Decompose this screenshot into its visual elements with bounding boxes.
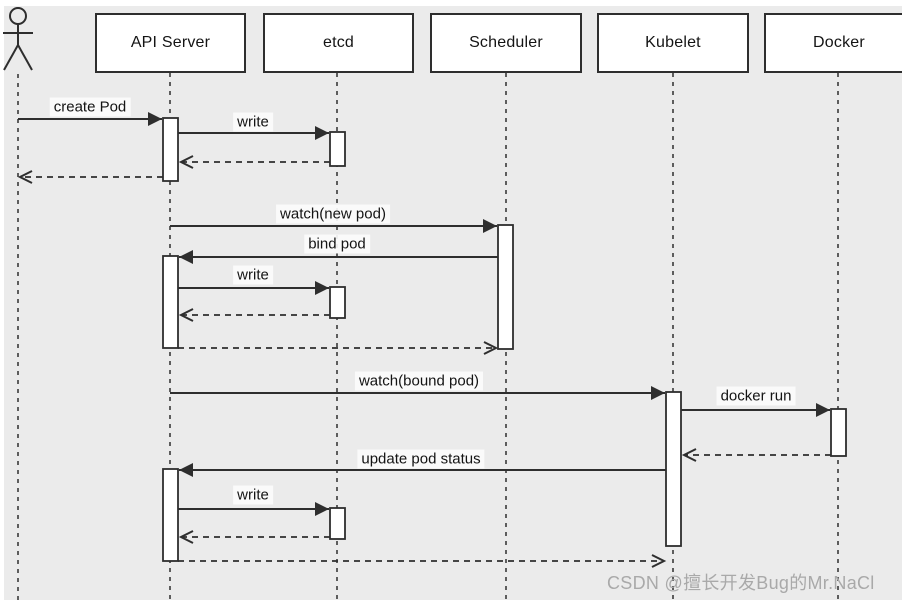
- activation-etcd-2: [329, 286, 346, 319]
- activation-etcd-1: [329, 131, 346, 167]
- activation-scheduler-1: [497, 224, 514, 350]
- label-bind-pod: bind pod: [304, 234, 370, 254]
- label-write-2: write: [233, 265, 273, 285]
- label-write-1: write: [233, 112, 273, 132]
- diagram-background: [4, 6, 902, 600]
- participant-box-scheduler: Scheduler: [430, 13, 582, 73]
- label-write-3: write: [233, 485, 273, 505]
- participant-label-api-server: API Server: [130, 34, 211, 51]
- participant-box-kubelet: Kubelet: [597, 13, 749, 73]
- activation-api-server-3: [162, 468, 179, 562]
- activation-api-server-1: [162, 117, 179, 182]
- label-watch-bound-pod: watch(bound pod): [354, 371, 484, 391]
- activation-kubelet-1: [665, 391, 682, 547]
- activation-docker-1: [830, 408, 847, 457]
- participant-box-api-server: API Server: [95, 13, 246, 73]
- participant-label-docker: Docker: [813, 34, 865, 51]
- activation-api-server-2: [162, 255, 179, 349]
- actor-head: [9, 7, 27, 25]
- participant-box-docker: Docker: [764, 13, 902, 73]
- participant-label-kubelet: Kubelet: [645, 34, 701, 51]
- label-docker-run: docker run: [716, 386, 796, 406]
- label-create-pod: create Pod: [49, 97, 131, 117]
- participant-box-etcd: etcd: [263, 13, 414, 73]
- label-update-pod-status: update pod status: [357, 449, 485, 469]
- watermark: CSDN @擅长开发Bug的Mr.NaCl: [607, 573, 875, 593]
- actor-icon: [3, 7, 33, 71]
- participant-label-scheduler: Scheduler: [469, 34, 543, 51]
- participant-label-etcd: etcd: [322, 34, 355, 51]
- label-watch-new-pod: watch(new pod): [276, 204, 390, 224]
- activation-etcd-3: [329, 507, 346, 540]
- actor-leg-left: [3, 44, 19, 71]
- actor-leg-right: [17, 44, 33, 71]
